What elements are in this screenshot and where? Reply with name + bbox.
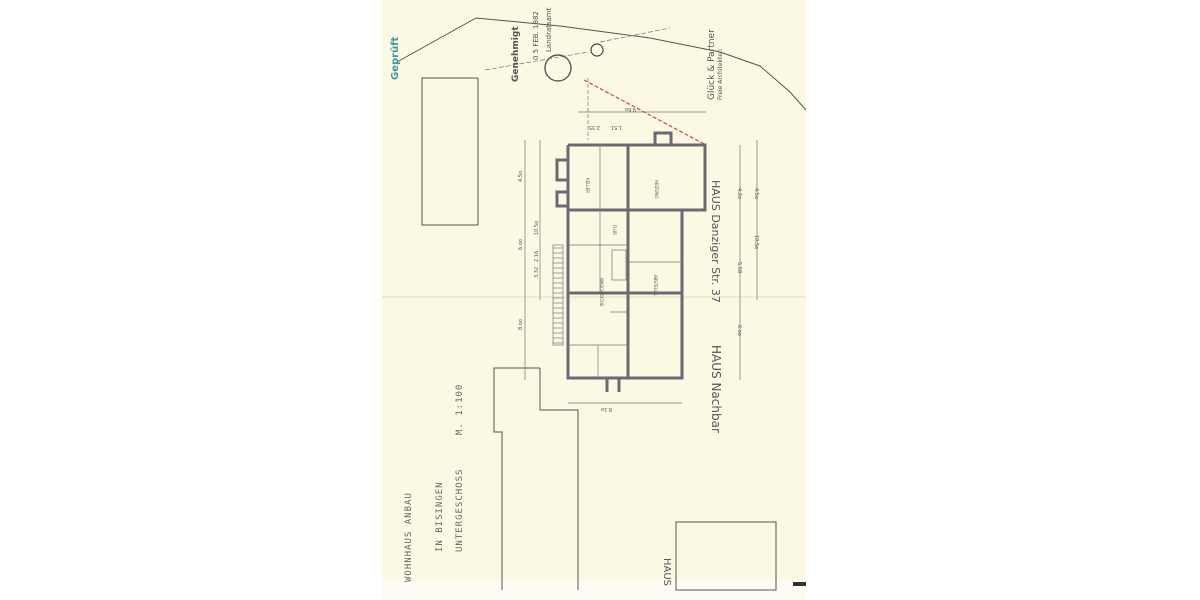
paper-bottom-band (382, 580, 806, 600)
site-boundary (396, 17, 807, 111)
dimension-label: 2.35 (589, 124, 600, 130)
dimension-label: 1.51 (611, 124, 622, 130)
room-label: FLUR (612, 225, 617, 235)
project-title: WOHNHAUS ANBAU (404, 492, 414, 582)
label-house-street: HAUS Danziger Str. 37 (709, 180, 722, 303)
dimension-label: 10.5o (534, 221, 540, 235)
stamp-approved: Genehmigt (511, 26, 521, 82)
label-house-bottom: HAUS (661, 558, 672, 586)
stamp-architect: Glück & Partner (707, 29, 717, 100)
official-seal-icon (544, 54, 572, 82)
light-well-2 (555, 190, 570, 208)
dimension-label: 6.oo (518, 239, 524, 250)
house-bottom-outline (675, 521, 777, 591)
dimension-label: 8.oo (518, 319, 524, 330)
dimension-label: 2.16 (534, 251, 540, 262)
dimension-label: 4.2o (736, 188, 742, 199)
light-well-1 (555, 158, 570, 182)
dimension-label: 9.6o (625, 106, 636, 112)
dimension-label: 8.1o (601, 406, 612, 412)
neighbor-building-bottom-2 (539, 368, 579, 590)
stamp-authority: Landratsamt (545, 7, 553, 52)
floor-name: UNTERGESCHOSS (455, 469, 465, 552)
exterior-stairs (552, 244, 564, 346)
stamp-architect-sub: Freie Architekten (717, 49, 724, 100)
neighbor-building-top (421, 77, 478, 226)
room-label: HEIZUNG (654, 180, 659, 198)
dimension-label: 4.5o (518, 171, 524, 182)
project-location: IN BISINGEN (435, 481, 445, 552)
label-house-neighbor: HAUS Nachbar (709, 345, 723, 433)
interior-stairs (611, 249, 627, 281)
window-well (653, 131, 673, 147)
room-label: KELLER (585, 178, 590, 193)
dimension-label: 5.58 (736, 262, 742, 273)
roof-line (583, 79, 707, 146)
neighbor-building-bottom (493, 367, 540, 590)
north-arrow-icon (590, 43, 604, 57)
room-label: ABSTELLR. (653, 275, 658, 296)
drawing-scale: M. 1:100 (455, 384, 465, 435)
dimension-label: 6.oo (736, 325, 742, 336)
scan-mark (793, 582, 806, 586)
north-line (484, 51, 589, 71)
stamp-approved-date: 0 5 FEB. 1982 (532, 11, 540, 60)
north-line-2 (599, 27, 671, 43)
dimension-label: 10.5o (753, 235, 759, 249)
dimension-label: 3.32 (534, 267, 540, 278)
room-label: WASCHKÜCHE (599, 278, 604, 307)
dimension-label: 4.5o (753, 188, 759, 199)
stamp-checked: Geprüft (390, 36, 401, 80)
